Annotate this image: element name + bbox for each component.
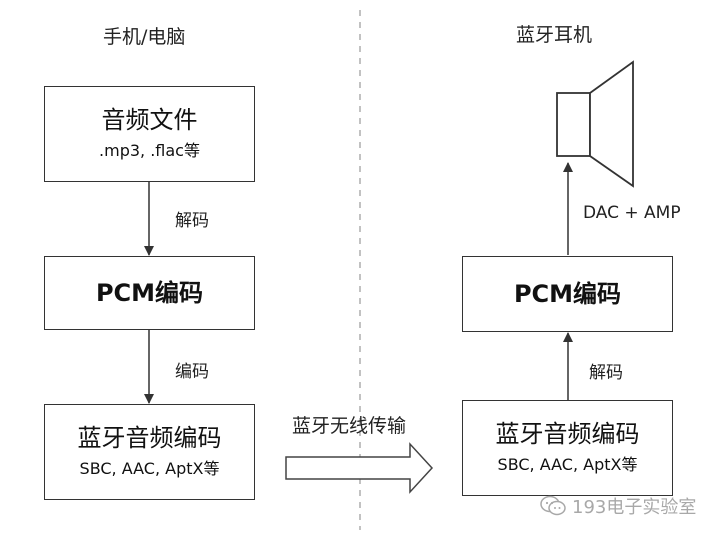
dac-amp-label: DAC + AMP [583, 203, 681, 223]
audio-file-formats: .mp3, .flac等 [99, 141, 200, 160]
bt-codec-list-left: SBC, AAC, AptX等 [79, 459, 220, 478]
audio-file-box: 音频文件 .mp3, .flac等 [44, 86, 255, 182]
decode-label-left: 解码 [175, 211, 209, 231]
wechat-icon [540, 495, 566, 516]
wireless-transfer-arrow [285, 442, 434, 494]
pcm-title-left: PCM编码 [95, 278, 204, 307]
bt-codec-box-left: 蓝牙音频编码 SBC, AAC, AptX等 [44, 404, 255, 500]
decode-label-right: 解码 [589, 363, 623, 383]
bt-codec-title-left: 蓝牙音频编码 [77, 424, 222, 453]
watermark: 193电子实验室 [540, 493, 696, 519]
audio-file-title: 音频文件 [101, 106, 198, 135]
bt-codec-list-right: SBC, AAC, AptX等 [497, 455, 638, 474]
encode-label-left: 编码 [175, 362, 209, 382]
left-column-title: 手机/电脑 [103, 26, 186, 48]
bt-codec-box-right: 蓝牙音频编码 SBC, AAC, AptX等 [462, 400, 673, 496]
watermark-text: 193电子实验室 [572, 497, 697, 518]
wireless-transfer-label: 蓝牙无线传输 [292, 415, 407, 437]
right-column-title: 蓝牙耳机 [516, 24, 593, 46]
pcm-box-right: PCM编码 [462, 256, 673, 332]
pcm-title-right: PCM编码 [513, 279, 622, 308]
speaker-icon [556, 60, 634, 188]
pcm-box-left: PCM编码 [44, 256, 255, 330]
bt-codec-title-right: 蓝牙音频编码 [495, 420, 640, 449]
